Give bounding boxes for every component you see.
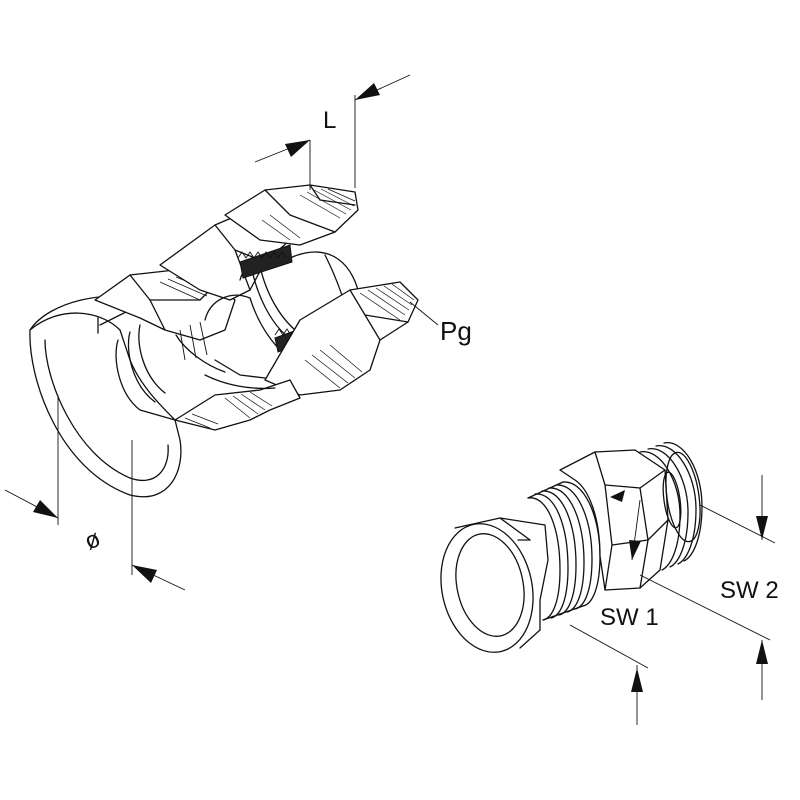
sw2-label: SW 2 bbox=[720, 577, 779, 604]
lower-body bbox=[174, 379, 301, 431]
diameter-label: ø bbox=[80, 525, 105, 556]
dimension-length: L bbox=[254, 74, 411, 190]
sw1-label: SW 1 bbox=[600, 604, 659, 631]
dimension-sw2: SW 2 bbox=[639, 475, 779, 700]
assembled-gland bbox=[440, 442, 703, 653]
thread-callout: Pg bbox=[409, 301, 472, 346]
seal-strip-upper bbox=[239, 244, 293, 279]
flared-nozzle bbox=[29, 312, 182, 498]
cutaway-gland bbox=[29, 184, 419, 498]
thread-label: Pg bbox=[440, 316, 472, 346]
nozzle-face bbox=[440, 523, 534, 653]
length-label: L bbox=[323, 107, 336, 134]
dimension-sw1: SW 1 bbox=[569, 604, 659, 725]
